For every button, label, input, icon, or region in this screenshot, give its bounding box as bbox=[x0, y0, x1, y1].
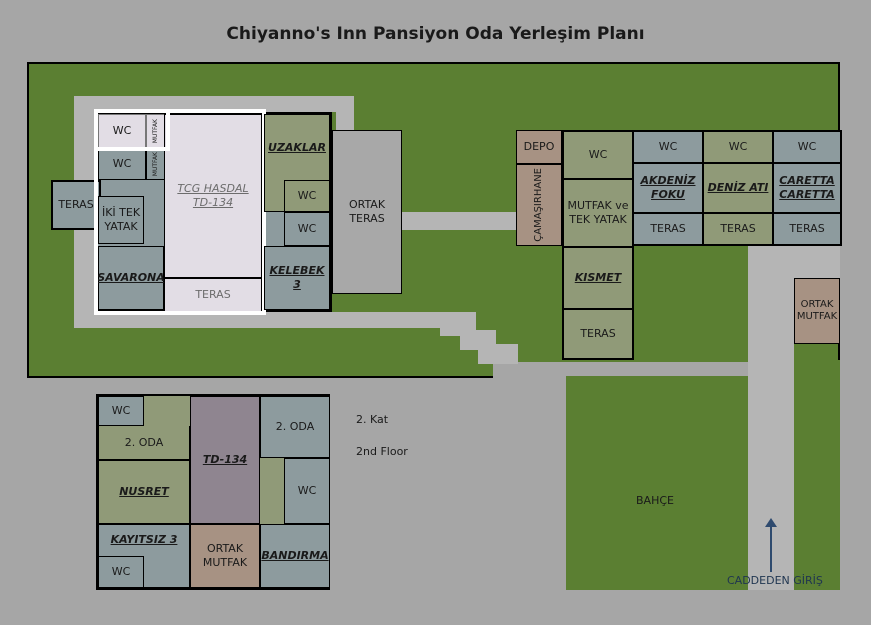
sf-ortak-mutfak: ORTAK MUTFAK bbox=[190, 524, 260, 588]
depo: DEPO bbox=[516, 130, 562, 164]
path-loop-top bbox=[74, 96, 354, 112]
caretta-caretta: CARETTA CARETTA bbox=[772, 162, 842, 214]
entrance-label: CADDEDEN GİRİŞ bbox=[727, 574, 823, 587]
wc-caretta: WC bbox=[772, 130, 842, 164]
teras-caretta: TERAS bbox=[772, 212, 842, 246]
sf-wc-bottom: WC bbox=[98, 556, 144, 588]
wc-uzaklar: WC bbox=[284, 180, 330, 212]
teras-akdeniz: TERAS bbox=[632, 212, 704, 246]
nusret: NUSRET bbox=[98, 460, 190, 524]
akdeniz-foku: AKDENİZ FOKU bbox=[632, 162, 704, 214]
path-loop-right bbox=[336, 96, 354, 132]
sf-oda2-left: 2. ODA bbox=[98, 426, 190, 460]
page-title: Chiyanno's Inn Pansiyon Oda Yerleşim Pla… bbox=[226, 24, 645, 44]
ortak-mutfak-right: ORTAK MUTFAK bbox=[794, 278, 840, 344]
mutfak-tek-yatak: MUTFAK ve TEK YATAK bbox=[562, 178, 634, 248]
bandirma: BANDIRMA bbox=[260, 524, 330, 588]
tcg-hasdal: TCG HASDAL TD-134 bbox=[164, 114, 262, 278]
iki-tek-yatak: İKİ TEK YATAK bbox=[98, 196, 144, 244]
path-loop-bottom bbox=[74, 312, 474, 328]
camasirhane-label: ÇAMAŞIRHANE bbox=[532, 168, 544, 242]
floor-label-tr: 2. Kat bbox=[356, 413, 389, 426]
wc-kelebek: WC bbox=[284, 212, 330, 246]
wc-top: WC bbox=[98, 114, 146, 148]
ortak-teras: ORTAK TERAS bbox=[332, 130, 402, 294]
tcg-hasdal-highlight-top bbox=[94, 109, 170, 151]
deniz-ati: DENİZ ATI bbox=[702, 162, 774, 214]
camasirhane: ÇAMAŞIRHANE bbox=[516, 164, 562, 246]
path-step-3 bbox=[478, 344, 518, 364]
teras-left: TERAS bbox=[51, 180, 101, 230]
path-right-top bbox=[748, 244, 840, 278]
wc-left: WC bbox=[98, 148, 146, 180]
garden-label: BAHÇE bbox=[636, 494, 674, 507]
entrance-arrow-shaft bbox=[770, 524, 772, 572]
floor-label-en: 2nd Floor bbox=[356, 445, 408, 458]
teras-deniz: TERAS bbox=[702, 212, 774, 246]
path-connector bbox=[398, 212, 520, 230]
tcg-hasdal-highlight bbox=[94, 109, 266, 315]
kismet: KISMET bbox=[562, 246, 634, 310]
sf-wc-top: WC bbox=[98, 396, 144, 426]
tcg-hasdal-code: TD-134 bbox=[192, 196, 234, 209]
wc-akdeniz: WC bbox=[632, 130, 704, 164]
sf-oda2-right: 2. ODA bbox=[260, 396, 330, 458]
sf-td134: TD-134 bbox=[190, 396, 260, 524]
tcg-hasdal-name: TCG HASDAL bbox=[177, 182, 249, 196]
savarona: SAVARONA bbox=[97, 246, 165, 310]
sf-wc-right: WC bbox=[284, 458, 330, 524]
kelebek: KELEBEK 3 bbox=[264, 246, 330, 310]
kismet-teras: TERAS bbox=[562, 308, 634, 360]
garden-right bbox=[794, 360, 840, 590]
entrance-arrow-icon bbox=[765, 518, 777, 527]
wc-mutfak: WC bbox=[562, 130, 634, 180]
garden-left bbox=[566, 376, 748, 590]
wc-deniz: WC bbox=[702, 130, 774, 164]
